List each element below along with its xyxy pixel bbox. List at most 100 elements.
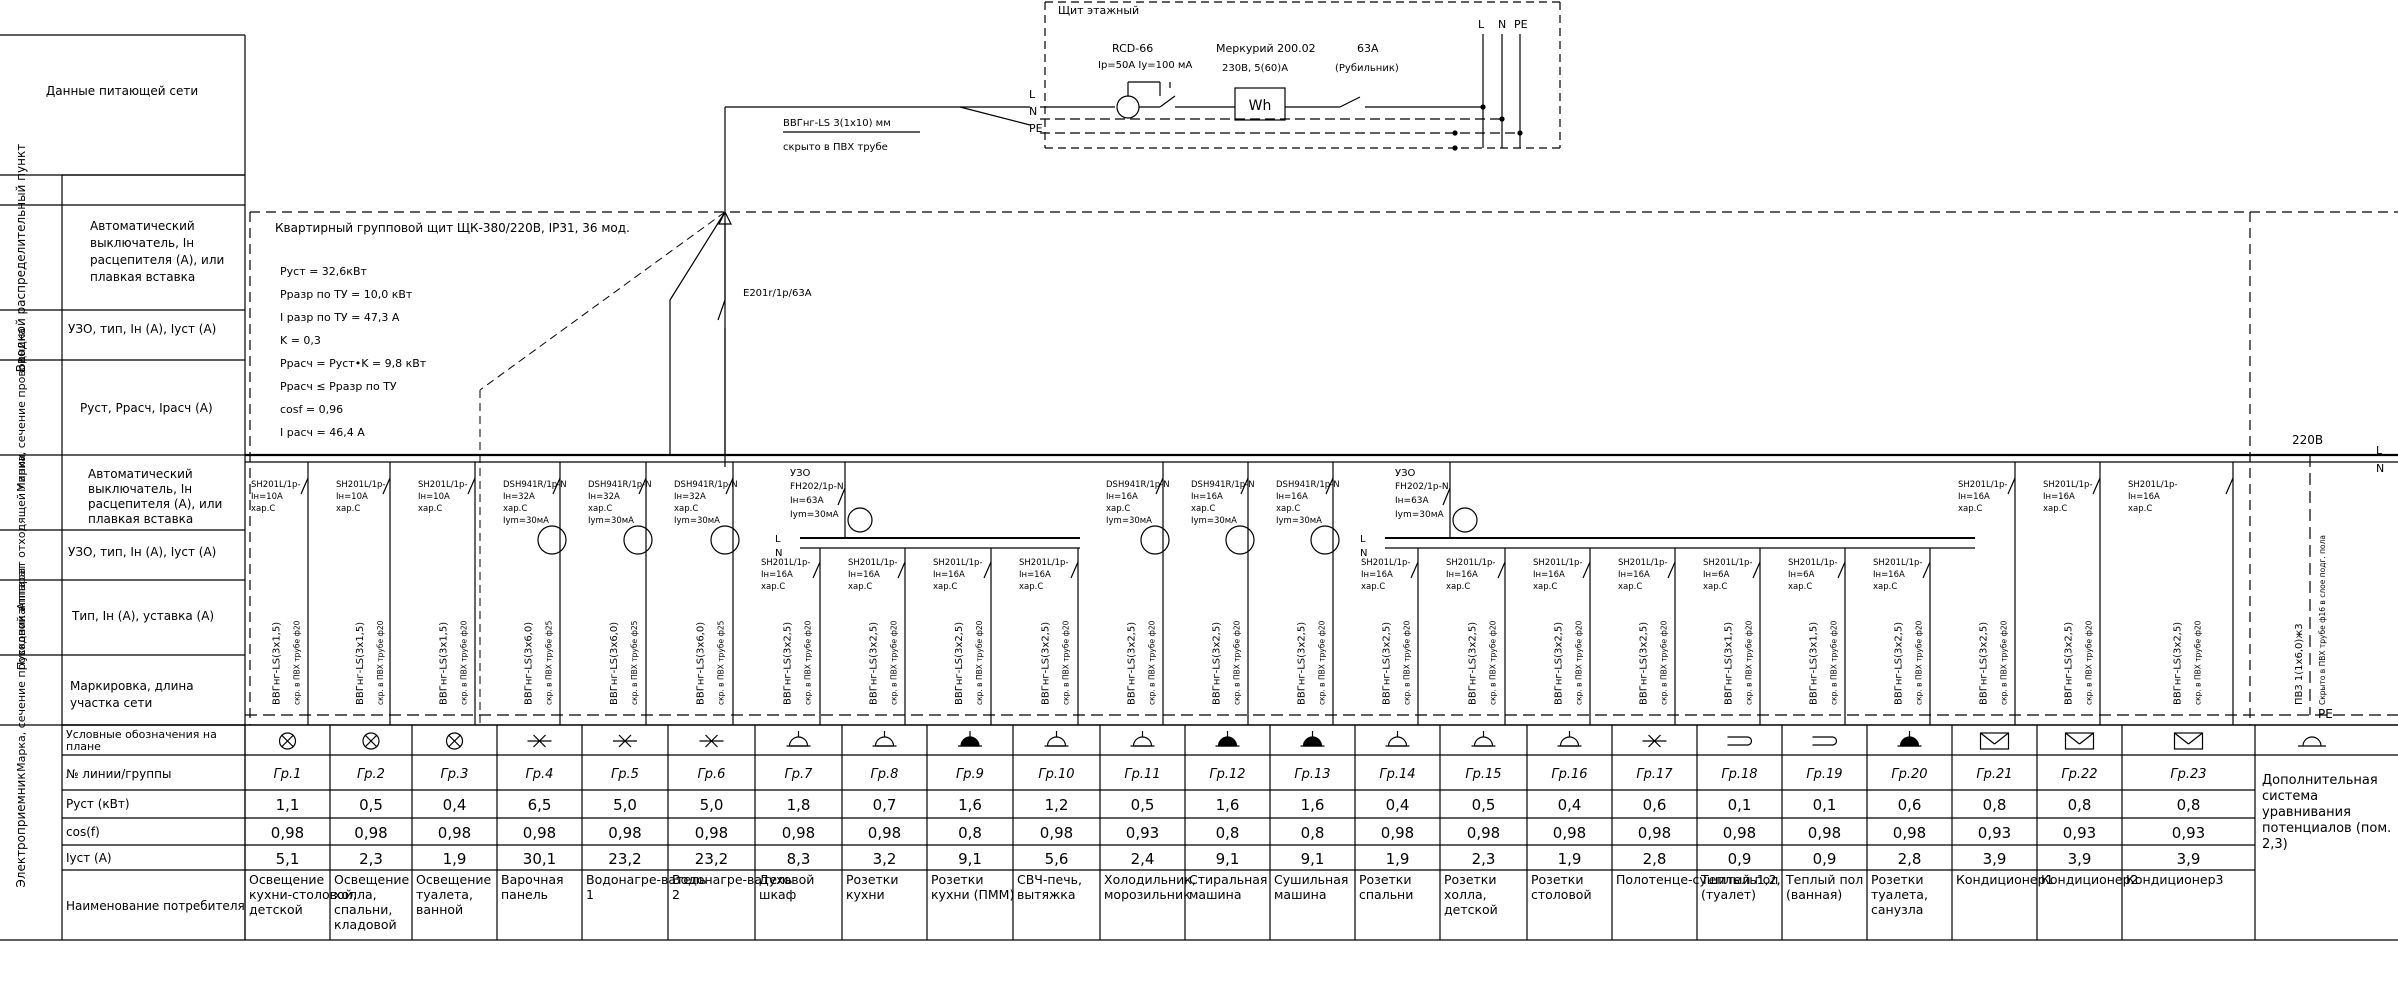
symbol-heat-icon-coil	[1812, 736, 1838, 746]
group-i: 2,8	[1898, 850, 1922, 868]
group-cos: 0,98	[1808, 824, 1841, 842]
group-no: Гр.8	[871, 767, 899, 782]
symbol-outlet-x-icon	[527, 734, 552, 748]
laying-label: скр. в ПВХ трубе ф20	[1915, 620, 1924, 705]
symbol-heat-icon	[1727, 736, 1753, 746]
row-symbols-label-line: Условные обозначения на	[66, 728, 217, 741]
group-i: 2,4	[1131, 850, 1155, 868]
cable-label: ВВГнг-LS(3х2,5)	[1041, 622, 1052, 705]
out-breaker-label-line: выключатель, Iн	[88, 482, 192, 496]
breaker-text: SH201L/1p-	[1446, 558, 1495, 568]
group-cos: 0,98	[1467, 824, 1500, 842]
group-cos: 0,98	[1723, 824, 1756, 842]
breaker-text: Iн=32А	[503, 492, 535, 502]
group-cos: 0,98	[438, 824, 471, 842]
breaker-text: Iн=16А	[1958, 492, 1990, 502]
breaker-text: Iуm=30мА	[1276, 516, 1322, 526]
breaker-text: Iн=32А	[674, 492, 706, 502]
group-p: 1,8	[787, 796, 811, 814]
group-i: 23,2	[608, 850, 641, 868]
cable-label: ВВГнг-LS(3х1,5)	[439, 622, 450, 705]
feeder-cable-label: ВВГнг-LS 3(1х10) мм	[783, 118, 891, 129]
out-breaker-label-line: Автоматический	[88, 467, 193, 481]
breaker-text: Iн=16А	[1019, 570, 1051, 580]
laying-label: скр. в ПВХ трубе ф20	[975, 620, 984, 705]
breaker-text: Iн=10А	[418, 492, 450, 502]
group-cos: 0,98	[271, 824, 304, 842]
laying-label: скр. в ПВХ трубе ф20	[1745, 620, 1754, 705]
group-p: 0,6	[1898, 796, 1922, 814]
breaker-text: хар.С	[933, 582, 957, 592]
rcd-toroid	[1116, 95, 1140, 119]
group-name-line: Теплый пол	[1785, 872, 1863, 887]
group-no: Гр.3	[441, 767, 469, 782]
symbol-outlet-x-icon-x	[533, 734, 546, 748]
symbol-socket-icon	[1557, 731, 1582, 747]
symbol-outlet-x-icon-x	[705, 734, 718, 748]
group-name-line: Розетки	[1531, 872, 1583, 887]
meter-symbol: Wh	[1249, 98, 1272, 114]
group-no: Гр.5	[611, 767, 639, 782]
section-start-label: Пусковой аппарат	[15, 563, 28, 670]
rcbo-toroid	[537, 525, 567, 555]
cable-label: ВВГнг-LS(3х2,5)	[869, 622, 880, 705]
group-cos: 0,98	[1040, 824, 1073, 842]
cable-label: ВВГнг-LS(3х1,5)	[1724, 622, 1735, 705]
cable-label: ВВГнг-LS(3х2,5)	[954, 622, 965, 705]
laying-label: скр. в ПВХ трубе ф20	[293, 620, 302, 705]
breaker-text: DSH941R/1p-N	[1106, 480, 1170, 490]
group-name-line: спальни	[1359, 887, 1413, 902]
group-name-line: столовой	[1531, 887, 1592, 902]
group-no: Гр.9	[956, 767, 984, 782]
group-i: 5,1	[276, 850, 300, 868]
apt-param: I разр по ТУ = 47,3 А	[280, 311, 400, 324]
group-name: Кондиционер1	[1956, 872, 2054, 887]
group-i: 9,1	[958, 850, 982, 868]
group-cos: 0,98	[782, 824, 815, 842]
laying-label: скр. в ПВХ трубе ф20	[2194, 620, 2203, 705]
floor-meter-name: Меркурий 200.02	[1216, 42, 1316, 55]
junction-dot	[1480, 104, 1486, 110]
rcd-label: УЗО	[790, 468, 811, 479]
group-name-line: кухни	[846, 887, 885, 902]
group-name-line: кладовой	[334, 917, 397, 932]
floor-rcd-params: Iр=50А Iу=100 мА	[1098, 60, 1192, 71]
row-groupno-label: № линии/группы	[66, 767, 171, 781]
vrp-breaker-label-line: плавкая вставка	[90, 270, 195, 284]
out-breaker-label-line: расцепителя (А), или	[88, 497, 222, 511]
breaker-text: хар.С	[418, 504, 442, 514]
cable-label: ВВГнг-LS(3х6,0)	[609, 622, 620, 705]
group-cos: 0,98	[1893, 824, 1926, 842]
group-name-line: Освещение	[249, 872, 325, 887]
group-i: 30,1	[523, 850, 556, 868]
breaker-text: SH201L/1p-	[1361, 558, 1410, 568]
breaker-contact	[552, 477, 561, 495]
breaker-text: хар.С	[503, 504, 527, 514]
group-name-line: Освещение	[334, 872, 410, 887]
symbol-lamp-icon-circle	[362, 732, 380, 750]
group-p: 0,4	[1558, 796, 1582, 814]
group-name-line: (туалет)	[1701, 887, 1756, 902]
equipot-icon	[2298, 736, 2326, 747]
group-name-line: Водонагре-ватель	[672, 872, 792, 887]
group-name-line: Розетки	[846, 872, 898, 887]
symbol-outlet-x-icon	[613, 734, 637, 748]
group-name-line: Духовой	[759, 872, 814, 887]
feeder-pe: PE	[1029, 122, 1043, 135]
symbol-socket-icon-dome	[1473, 736, 1494, 747]
group-p: 0,4	[1386, 796, 1410, 814]
breaker-text: Iн=16А	[1533, 570, 1565, 580]
symbol-lamp-icon-x	[448, 734, 461, 748]
group-no: Гр.11	[1124, 767, 1160, 782]
symbol-ac-icon-box	[2173, 732, 2204, 750]
group-p: 1,6	[958, 796, 982, 814]
out-uzo-label: УЗО, тип, Iн (А), Iуст (А)	[68, 545, 216, 559]
group-i: 3,2	[873, 850, 897, 868]
breaker-text: DSH941R/1p-N	[588, 480, 652, 490]
section-consumer-label: Электроприемник	[14, 772, 28, 887]
breaker-text: SH201L/1p-	[1788, 558, 1837, 568]
breaker-text: хар.С	[1019, 582, 1043, 592]
symbol-outlet-x-icon-x	[618, 734, 632, 748]
